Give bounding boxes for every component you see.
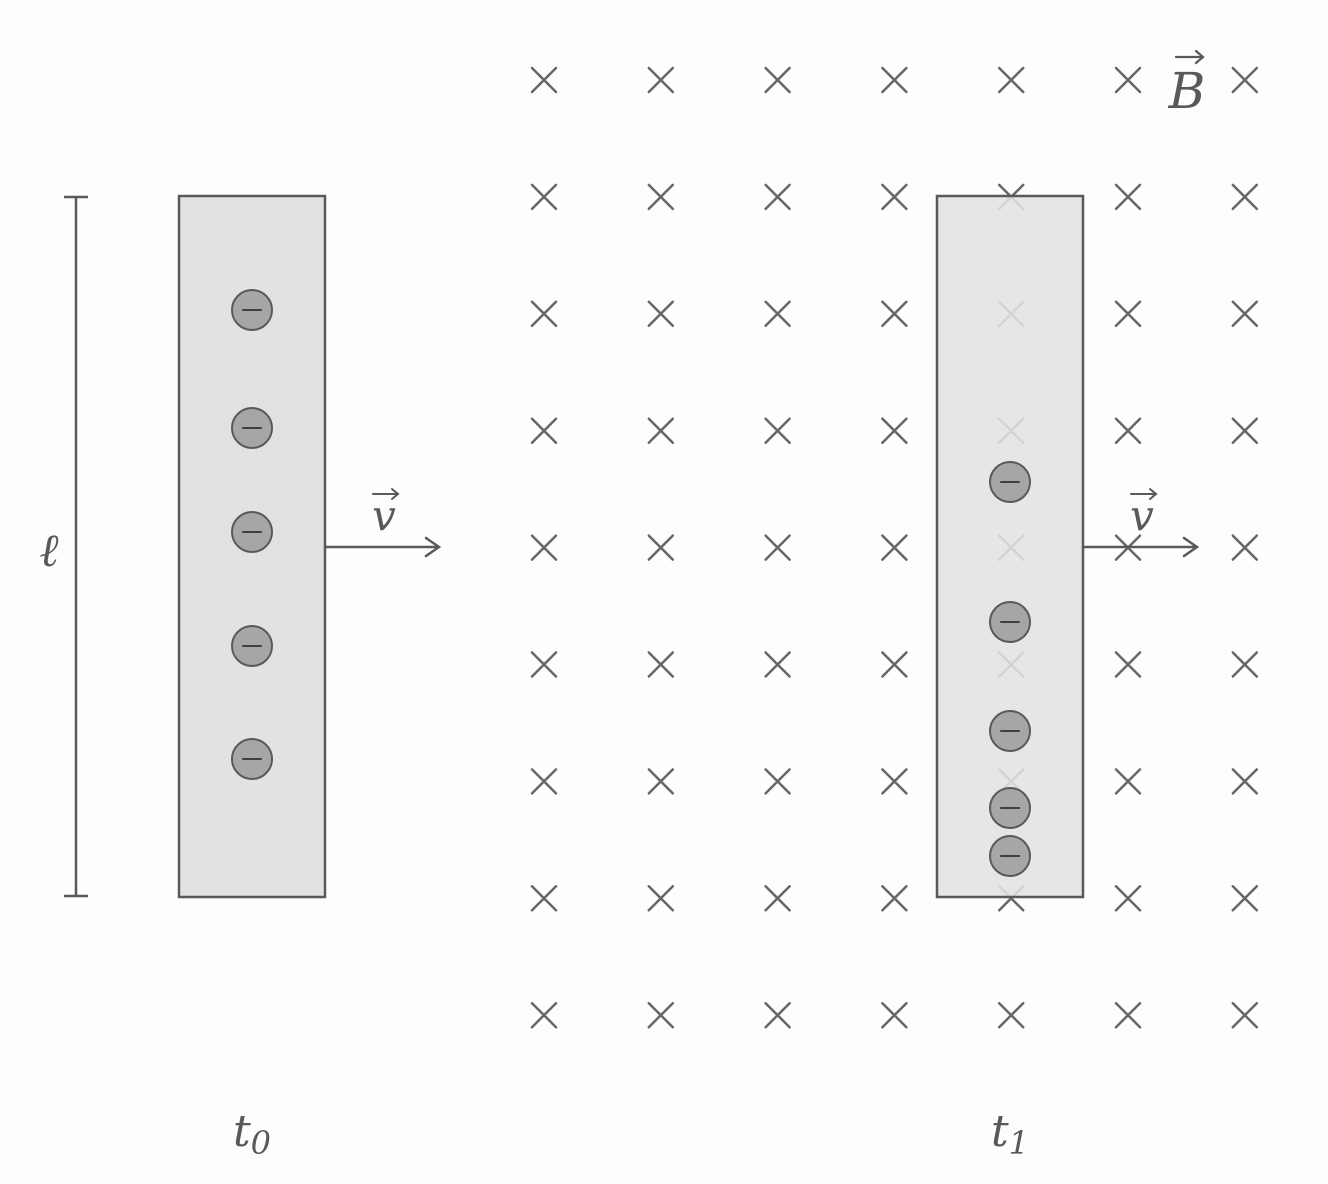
field-label: B (1168, 49, 1206, 120)
velocity-arrow-t1 (1081, 536, 1200, 558)
electron-icon (231, 625, 273, 667)
charges-t1 (989, 461, 1031, 877)
field-cross-icon (1231, 651, 1259, 678)
field-cross-icon (1231, 183, 1259, 211)
field-cross-icon (881, 768, 908, 795)
field-cross-icon (530, 300, 558, 328)
field-cross-icon (530, 417, 558, 444)
field-cross-icon (1231, 1001, 1259, 1029)
field-cross-icon (1231, 534, 1259, 561)
field-cross-icon (1231, 885, 1259, 912)
field-cross-icon (881, 300, 908, 328)
field-cross-icon (1114, 66, 1142, 94)
field-cross-icon (764, 183, 791, 211)
field-cross-icon (647, 183, 675, 211)
length-dimension (64, 195, 88, 898)
electron-icon (989, 835, 1031, 877)
field-cross-icon (647, 651, 675, 678)
field-cross-icon (764, 1001, 791, 1029)
field-cross-icon (530, 66, 558, 94)
field-cross-icon (647, 768, 675, 795)
field-cross-icon (530, 885, 558, 912)
field-cross-icon (1231, 417, 1259, 444)
velocity-label-t1: v (1130, 488, 1158, 540)
time-label-t0: t0 (233, 1106, 271, 1162)
velocity-label-t0: v (372, 488, 400, 540)
field-cross-icon (647, 1001, 675, 1029)
field-cross-icon (881, 651, 908, 678)
field-cross-icon (647, 534, 675, 561)
field-cross-icon (881, 66, 908, 94)
electron-icon (989, 601, 1031, 643)
field-cross-icon (881, 417, 908, 444)
electron-icon (231, 289, 273, 331)
field-cross-icon (881, 1001, 908, 1029)
field-cross-icon (764, 885, 791, 912)
field-cross-icon (530, 651, 558, 678)
rod-t1 (935, 194, 1085, 899)
field-cross-icon (1231, 66, 1259, 94)
electron-icon (231, 738, 273, 780)
field-cross-icon (764, 651, 791, 678)
field-cross-icon (1114, 768, 1142, 795)
field-cross-icon (1114, 651, 1142, 678)
time-label-t1: t1 (991, 1106, 1029, 1162)
length-label: ℓ (39, 523, 59, 577)
field-cross-icon (1114, 417, 1142, 444)
electron-icon (231, 407, 273, 449)
field-cross-icon (881, 183, 908, 211)
charges-t0 (231, 289, 273, 780)
field-cross-icon (997, 1001, 1025, 1029)
field-cross-icon (1231, 300, 1259, 328)
field-cross-icon (530, 534, 558, 561)
electron-icon (989, 710, 1031, 752)
electron-icon (231, 511, 273, 553)
field-cross-icon (1114, 885, 1142, 912)
velocity-arrow-t0 (323, 536, 442, 558)
electron-icon (989, 787, 1031, 829)
field-cross-icon (764, 300, 791, 328)
field-cross-icon (1114, 183, 1142, 211)
field-cross-icon (764, 417, 791, 444)
field-cross-icon (881, 534, 908, 561)
svg-text:B: B (1168, 62, 1206, 120)
field-cross-icon (647, 885, 675, 912)
field-cross-icon (1114, 300, 1142, 328)
field-cross-icon (647, 66, 675, 94)
field-cross-icon (530, 768, 558, 795)
electron-icon (989, 461, 1031, 503)
field-cross-icon (530, 183, 558, 211)
field-cross-icon (764, 66, 791, 94)
field-cross-icon (1114, 1001, 1142, 1029)
field-cross-icon (647, 300, 675, 328)
field-cross-icon (881, 885, 908, 912)
field-cross-icon (764, 768, 791, 795)
field-cross-icon (1231, 768, 1259, 795)
field-cross-icon (764, 534, 791, 561)
field-cross-icon (647, 417, 675, 444)
field-cross-icon (997, 66, 1025, 94)
field-cross-icon (530, 1001, 558, 1029)
